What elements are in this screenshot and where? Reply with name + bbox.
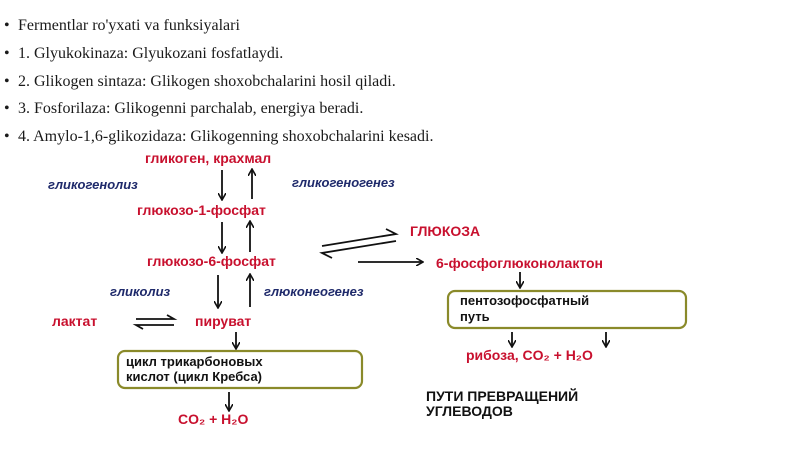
glucose-label: ГЛЮКОЗА xyxy=(410,223,480,239)
bullet-item: • 1. Glyukokinaza: Glyukozani fosfatlaydi… xyxy=(4,41,283,67)
pyruvate-label: пируват xyxy=(195,313,251,329)
glycolysis-label: гликолиз xyxy=(110,284,171,299)
phosphogluconolactone-label: 6-фосфоглюконолактон xyxy=(436,255,603,271)
pentose-pathway-line1: пентозофосфатный xyxy=(460,293,589,308)
equilibrium-back-icon xyxy=(132,324,174,330)
bullet-dot: • xyxy=(4,128,10,145)
gluconeogenesis-label: глюконеогенез xyxy=(264,284,364,299)
bullet-text: 4. Amylo-1,6-glikozidaza: Glikogenning s… xyxy=(18,128,434,145)
bullet-item: • 4. Amylo-1,6-glikozidaza: Glikogenning … xyxy=(4,124,433,150)
equilibrium-forward-icon xyxy=(321,228,399,247)
bullet-dot: • xyxy=(4,17,10,34)
bullet-text: 1. Glyukokinaza: Glyukozani fosfatlaydi. xyxy=(18,45,284,62)
lactate-label: лактат xyxy=(52,313,97,329)
bullet-dot: • xyxy=(4,73,10,90)
tca-cycle-line2: кислот (цикл Кребса) xyxy=(126,369,262,384)
g1p-label: глюкозо-1-фосфат xyxy=(137,202,266,218)
pentose-pathway-line2: путь xyxy=(460,309,490,324)
bullet-dot: • xyxy=(4,45,10,62)
bullet-item: • 2. Glikogen sintaza: Glikogen shoxobcha… xyxy=(4,69,396,95)
caption-line1: ПУТИ ПРЕВРАЩЕНИЙ xyxy=(426,387,578,404)
equilibrium-forward-icon xyxy=(136,314,178,320)
g6p-label: глюкозо-6-фосфат xyxy=(147,253,276,269)
bullet-item: • 3. Fosforilaza: Glikogenni parchalab, e… xyxy=(4,96,363,122)
bullet-text: 2. Glikogen sintaza: Glikogen shoxobchal… xyxy=(18,73,396,90)
tca-products-label: CO₂ + H₂O xyxy=(178,411,249,427)
ribose-products-label: рибоза, CO₂ + H₂O xyxy=(466,347,593,363)
pentose-pathway-box xyxy=(446,289,688,330)
bullet-dot: • xyxy=(4,100,10,117)
bullet-item: • Fermentlar ro'yxati va funksiyalari xyxy=(4,13,240,39)
glycogen-label: гликоген, крахмал xyxy=(145,150,271,166)
equilibrium-back-icon xyxy=(319,240,397,259)
glycogenesis-label: гликогеногенез xyxy=(292,175,395,190)
tca-cycle-box xyxy=(116,349,364,390)
glycogenolysis-label: гликогенолиз xyxy=(48,177,138,192)
bullet-text: 3. Fosforilaza: Glikogenni parchalab, en… xyxy=(18,100,364,117)
caption-line2: УГЛЕВОДОВ xyxy=(426,403,513,419)
bullet-text: Fermentlar ro'yxati va funksiyalari xyxy=(18,17,240,34)
tca-cycle-line1: цикл трикарбоновых xyxy=(126,354,263,369)
